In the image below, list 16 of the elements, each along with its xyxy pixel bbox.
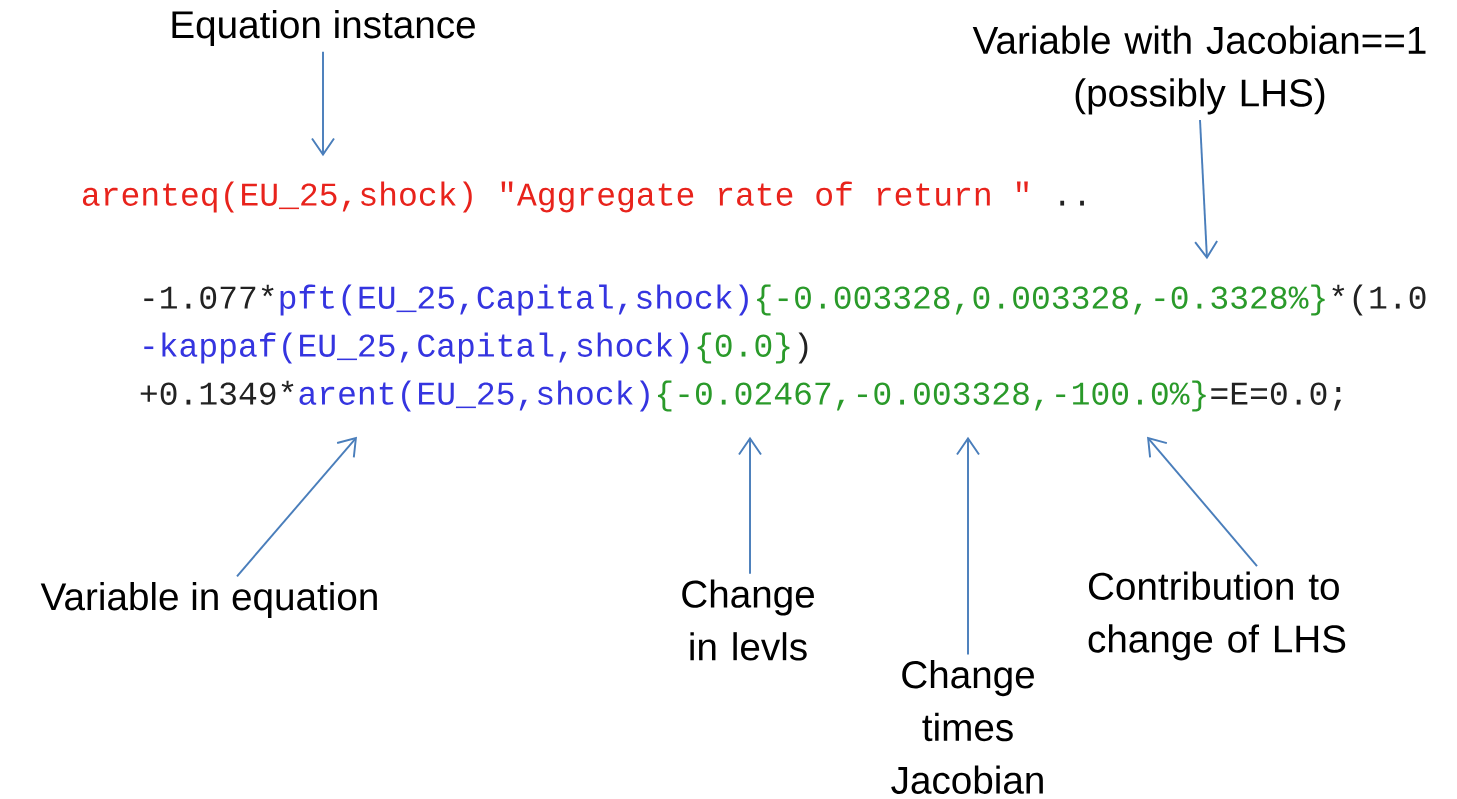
- arrow: [956, 436, 980, 656]
- arrow: [1147, 436, 1258, 567]
- arrow: [738, 436, 762, 575]
- arrow: [1194, 119, 1219, 260]
- annotation-text: Change times Jacobian: [891, 660, 1043, 794]
- annotation-text: Variable with Jacobian==1 (possibly LHS): [972, 25, 1426, 115]
- code-line: +0.1349* arent(EU_25,shock) {-0.02467,-0.003328,-100.0%} =E=0.0;: [140, 380, 1342, 412]
- code-line: -kappaf(EU_25,Capital,shock) {0.0} ): [144, 332, 808, 364]
- annotation-text: Variable in equation: [40, 582, 377, 619]
- annotation-text: Equation instance: [172, 9, 475, 46]
- annotation-text: Contribution to change of LHS: [1088, 571, 1346, 661]
- arrow: [311, 50, 335, 157]
- arrow: [236, 436, 357, 578]
- code-line: arenteq(EU_25,shock) "Aggregate rate of return " ..: [82, 181, 1084, 213]
- annotation-text: Change in levls: [682, 579, 814, 661]
- code-line: -1.077* pft(EU_25,Capital,shock) {-0.003328,0.003328,-0.3328%} *(1.0: [144, 284, 1426, 316]
